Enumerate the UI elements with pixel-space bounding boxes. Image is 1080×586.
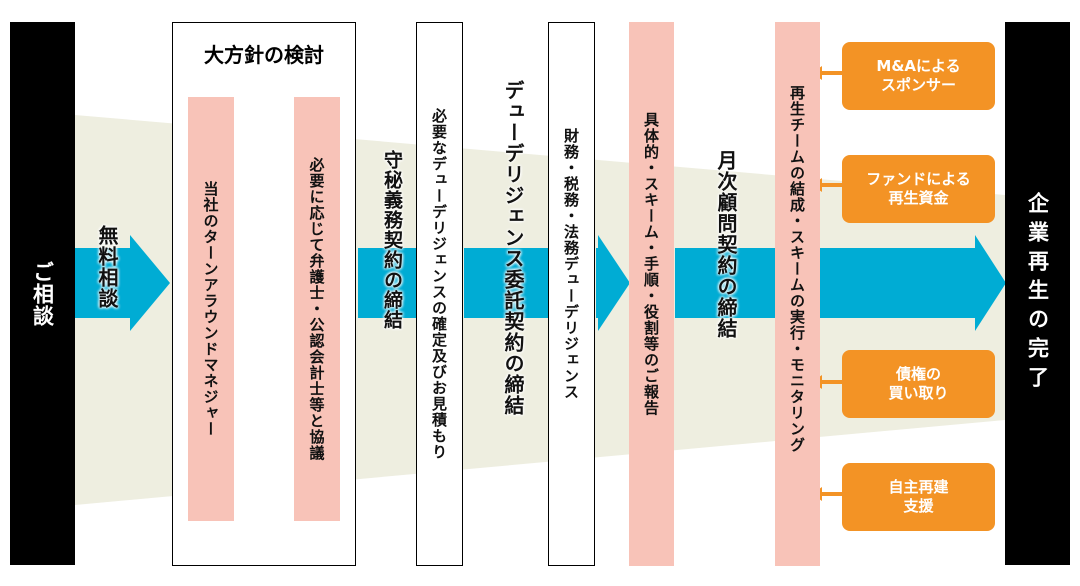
report-label: 具体的・スキーム・手順・役割等のご報告 <box>642 112 660 416</box>
dd-exec-box: 財務・税務・法務デューデリジェンス <box>548 22 595 566</box>
policy-title: 大方針の検討 <box>204 43 324 67</box>
completion: 企業再生の完了 <box>1005 22 1070 565</box>
policy-step-2-label: 必要に応じて弁護士・公認会計士等と協議 <box>307 157 326 461</box>
option-fund: ファンドによる 再生資金 <box>842 155 995 223</box>
policy-step-1-label: 当社のターンアラウンドマネジャー <box>201 181 220 437</box>
option-debt-purchase: 債権の 買い取り <box>842 350 995 418</box>
dd-quote-label: 必要なデューデリジェンスの確定及びお見積もり <box>430 108 448 460</box>
report-bar: 具体的・スキーム・手順・役割等のご報告 <box>629 22 674 566</box>
execute-bar: 再生チームの結成・スキームの実行・モニタリング <box>775 22 820 566</box>
execute-label: 再生チームの結成・スキームの実行・モニタリング <box>788 85 806 453</box>
option-ma-sponsor: M&Aによる スポンサー <box>842 42 995 110</box>
dd-exec-label: 財務・税務・法務デューデリジェンス <box>562 128 580 400</box>
dd-quote-box: 必要なデューデリジェンスの確定及びお見積もり <box>416 22 463 566</box>
policy-step-2: 必要に応じて弁護士・公認会計士等と協議 <box>294 97 340 521</box>
start-consultation: ご相談 <box>10 22 75 565</box>
monthly-contract-label: 月次顧問契約の締結 <box>714 150 738 339</box>
flow-arrows <box>75 235 1006 331</box>
free-consultation-label: 無料相談 <box>95 225 119 309</box>
nda-label: 守秘義務契約の締結 <box>381 150 403 330</box>
policy-step-1: 当社のターンアラウンドマネジャー <box>188 97 234 521</box>
dd-contract-label: デューデリジェンス委託契約の締結 <box>501 80 525 416</box>
option-self-rebuild: 自主再建 支援 <box>842 463 995 531</box>
